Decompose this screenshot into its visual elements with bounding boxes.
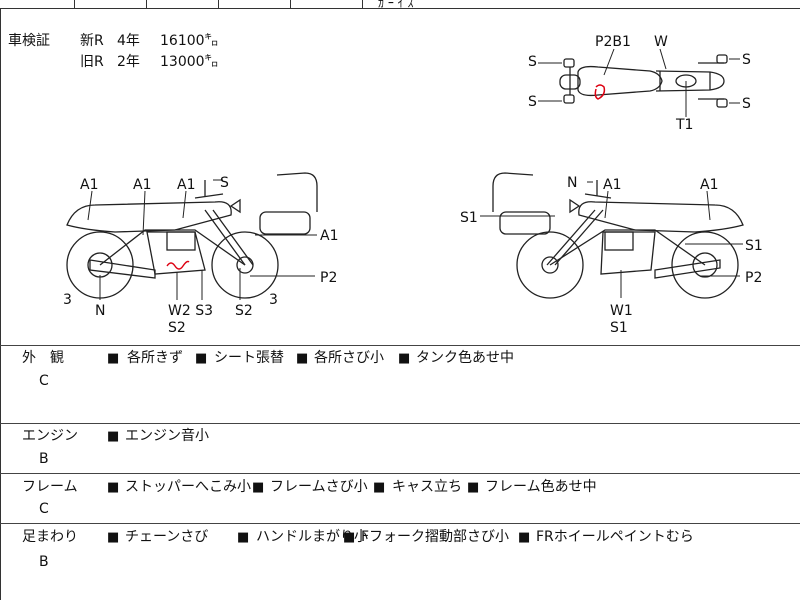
right-n: N bbox=[567, 175, 577, 191]
right-a1-2: A1 bbox=[700, 177, 718, 193]
bullet-icon: ■ bbox=[467, 480, 480, 495]
left-a1-1: A1 bbox=[80, 177, 98, 193]
new-label: 新R bbox=[80, 33, 104, 49]
right-s1-2: S1 bbox=[745, 238, 763, 254]
top-w: W bbox=[654, 34, 668, 50]
section-grade: B bbox=[39, 451, 49, 467]
old-mileage: 13000㌔ bbox=[160, 54, 219, 70]
left-s2-1: S2 bbox=[168, 320, 186, 336]
inspection-title: 車検証 bbox=[8, 33, 50, 49]
remark-item: FRホイールペイントむら bbox=[536, 529, 694, 545]
bullet-icon: ■ bbox=[195, 351, 208, 366]
remark-item: チェーンさび bbox=[125, 529, 209, 545]
left-3-left: 3 bbox=[63, 292, 72, 308]
right-p2: P2 bbox=[745, 270, 762, 286]
bullet-icon: ■ bbox=[518, 530, 531, 545]
new-years: 4年 bbox=[117, 33, 140, 49]
bullet-icon: ■ bbox=[107, 351, 120, 366]
old-label: 旧R bbox=[80, 54, 104, 70]
section-label: 足まわり bbox=[22, 529, 78, 545]
header-fragment-text: ｶ ｰ ｲ ｽ bbox=[378, 0, 414, 10]
remark-item: タンク色あせ中 bbox=[416, 350, 514, 366]
right-w1: W1 bbox=[610, 303, 633, 319]
top-s-2: S bbox=[528, 94, 537, 110]
bullet-icon: ■ bbox=[343, 530, 356, 545]
left-s: S bbox=[220, 175, 229, 191]
motorcycle-top-view-diagram: S S S S P2B1 W T1 bbox=[528, 34, 751, 133]
remark-item: エンジン音小 bbox=[125, 428, 209, 444]
left-3-right: 3 bbox=[269, 292, 278, 308]
right-s1-3: S1 bbox=[610, 320, 628, 336]
top-t1: T1 bbox=[675, 117, 693, 133]
remark-item: 各所さび小 bbox=[314, 350, 384, 366]
left-n: N bbox=[95, 303, 105, 319]
right-s1-1: S1 bbox=[460, 210, 478, 226]
right-a1-1: A1 bbox=[603, 177, 621, 193]
new-mileage: 16100㌔ bbox=[160, 33, 219, 49]
remark-item: ハンドルまがり小 bbox=[256, 529, 368, 545]
left-s2-2: S2 bbox=[235, 303, 253, 319]
remark-item: Fフォーク摺動部さび小 bbox=[361, 529, 510, 545]
remark-item: フレーム色あせ中 bbox=[485, 479, 597, 495]
bullet-icon: ■ bbox=[237, 530, 250, 545]
section-grade: B bbox=[39, 554, 49, 570]
remark-item: キャス立ち bbox=[392, 479, 462, 495]
remark-item: シート張替 bbox=[214, 350, 284, 366]
left-p2: P2 bbox=[320, 270, 337, 286]
left-a1-3: A1 bbox=[177, 177, 195, 193]
top-p2b1: P2B1 bbox=[595, 34, 631, 50]
top-s-1: S bbox=[528, 54, 537, 70]
bullet-icon: ■ bbox=[252, 480, 265, 495]
motorcycle-left-side-diagram: A1 A1 A1 S A1 P2 3 N W2 S3 S2 S2 3 bbox=[63, 172, 338, 336]
header-row-fragment: ｶ ｰ ｲ ｽ bbox=[0, 0, 800, 10]
damage-mark-left bbox=[166, 260, 190, 270]
left-w2s3: W2 S3 bbox=[168, 303, 213, 319]
left-a1-2: A1 bbox=[133, 177, 151, 193]
bullet-icon: ■ bbox=[107, 530, 120, 545]
remark-item: ストッパーへこみ小 bbox=[125, 479, 251, 495]
top-s-3: S bbox=[742, 52, 751, 68]
section-label: エンジン bbox=[22, 428, 78, 444]
bullet-icon: ■ bbox=[398, 351, 411, 366]
section-grade: C bbox=[39, 501, 49, 517]
damage-mark bbox=[594, 84, 606, 100]
bullet-icon: ■ bbox=[296, 351, 309, 366]
motorcycle-right-side-diagram: N A1 A1 S1 S1 P2 W1 S1 bbox=[460, 172, 763, 336]
bullet-icon: ■ bbox=[107, 429, 120, 444]
remark-item: フレームさび小 bbox=[270, 479, 368, 495]
section-label: フレーム bbox=[22, 479, 78, 495]
section-grade: C bbox=[39, 373, 49, 389]
left-a1-4: A1 bbox=[320, 228, 338, 244]
remark-item: 各所きず bbox=[127, 350, 183, 366]
old-years: 2年 bbox=[117, 54, 140, 70]
section-label: 外 観 bbox=[22, 350, 64, 366]
bullet-icon: ■ bbox=[107, 480, 120, 495]
report-frame bbox=[0, 8, 800, 600]
top-s-4: S bbox=[742, 96, 751, 112]
bullet-icon: ■ bbox=[373, 480, 386, 495]
